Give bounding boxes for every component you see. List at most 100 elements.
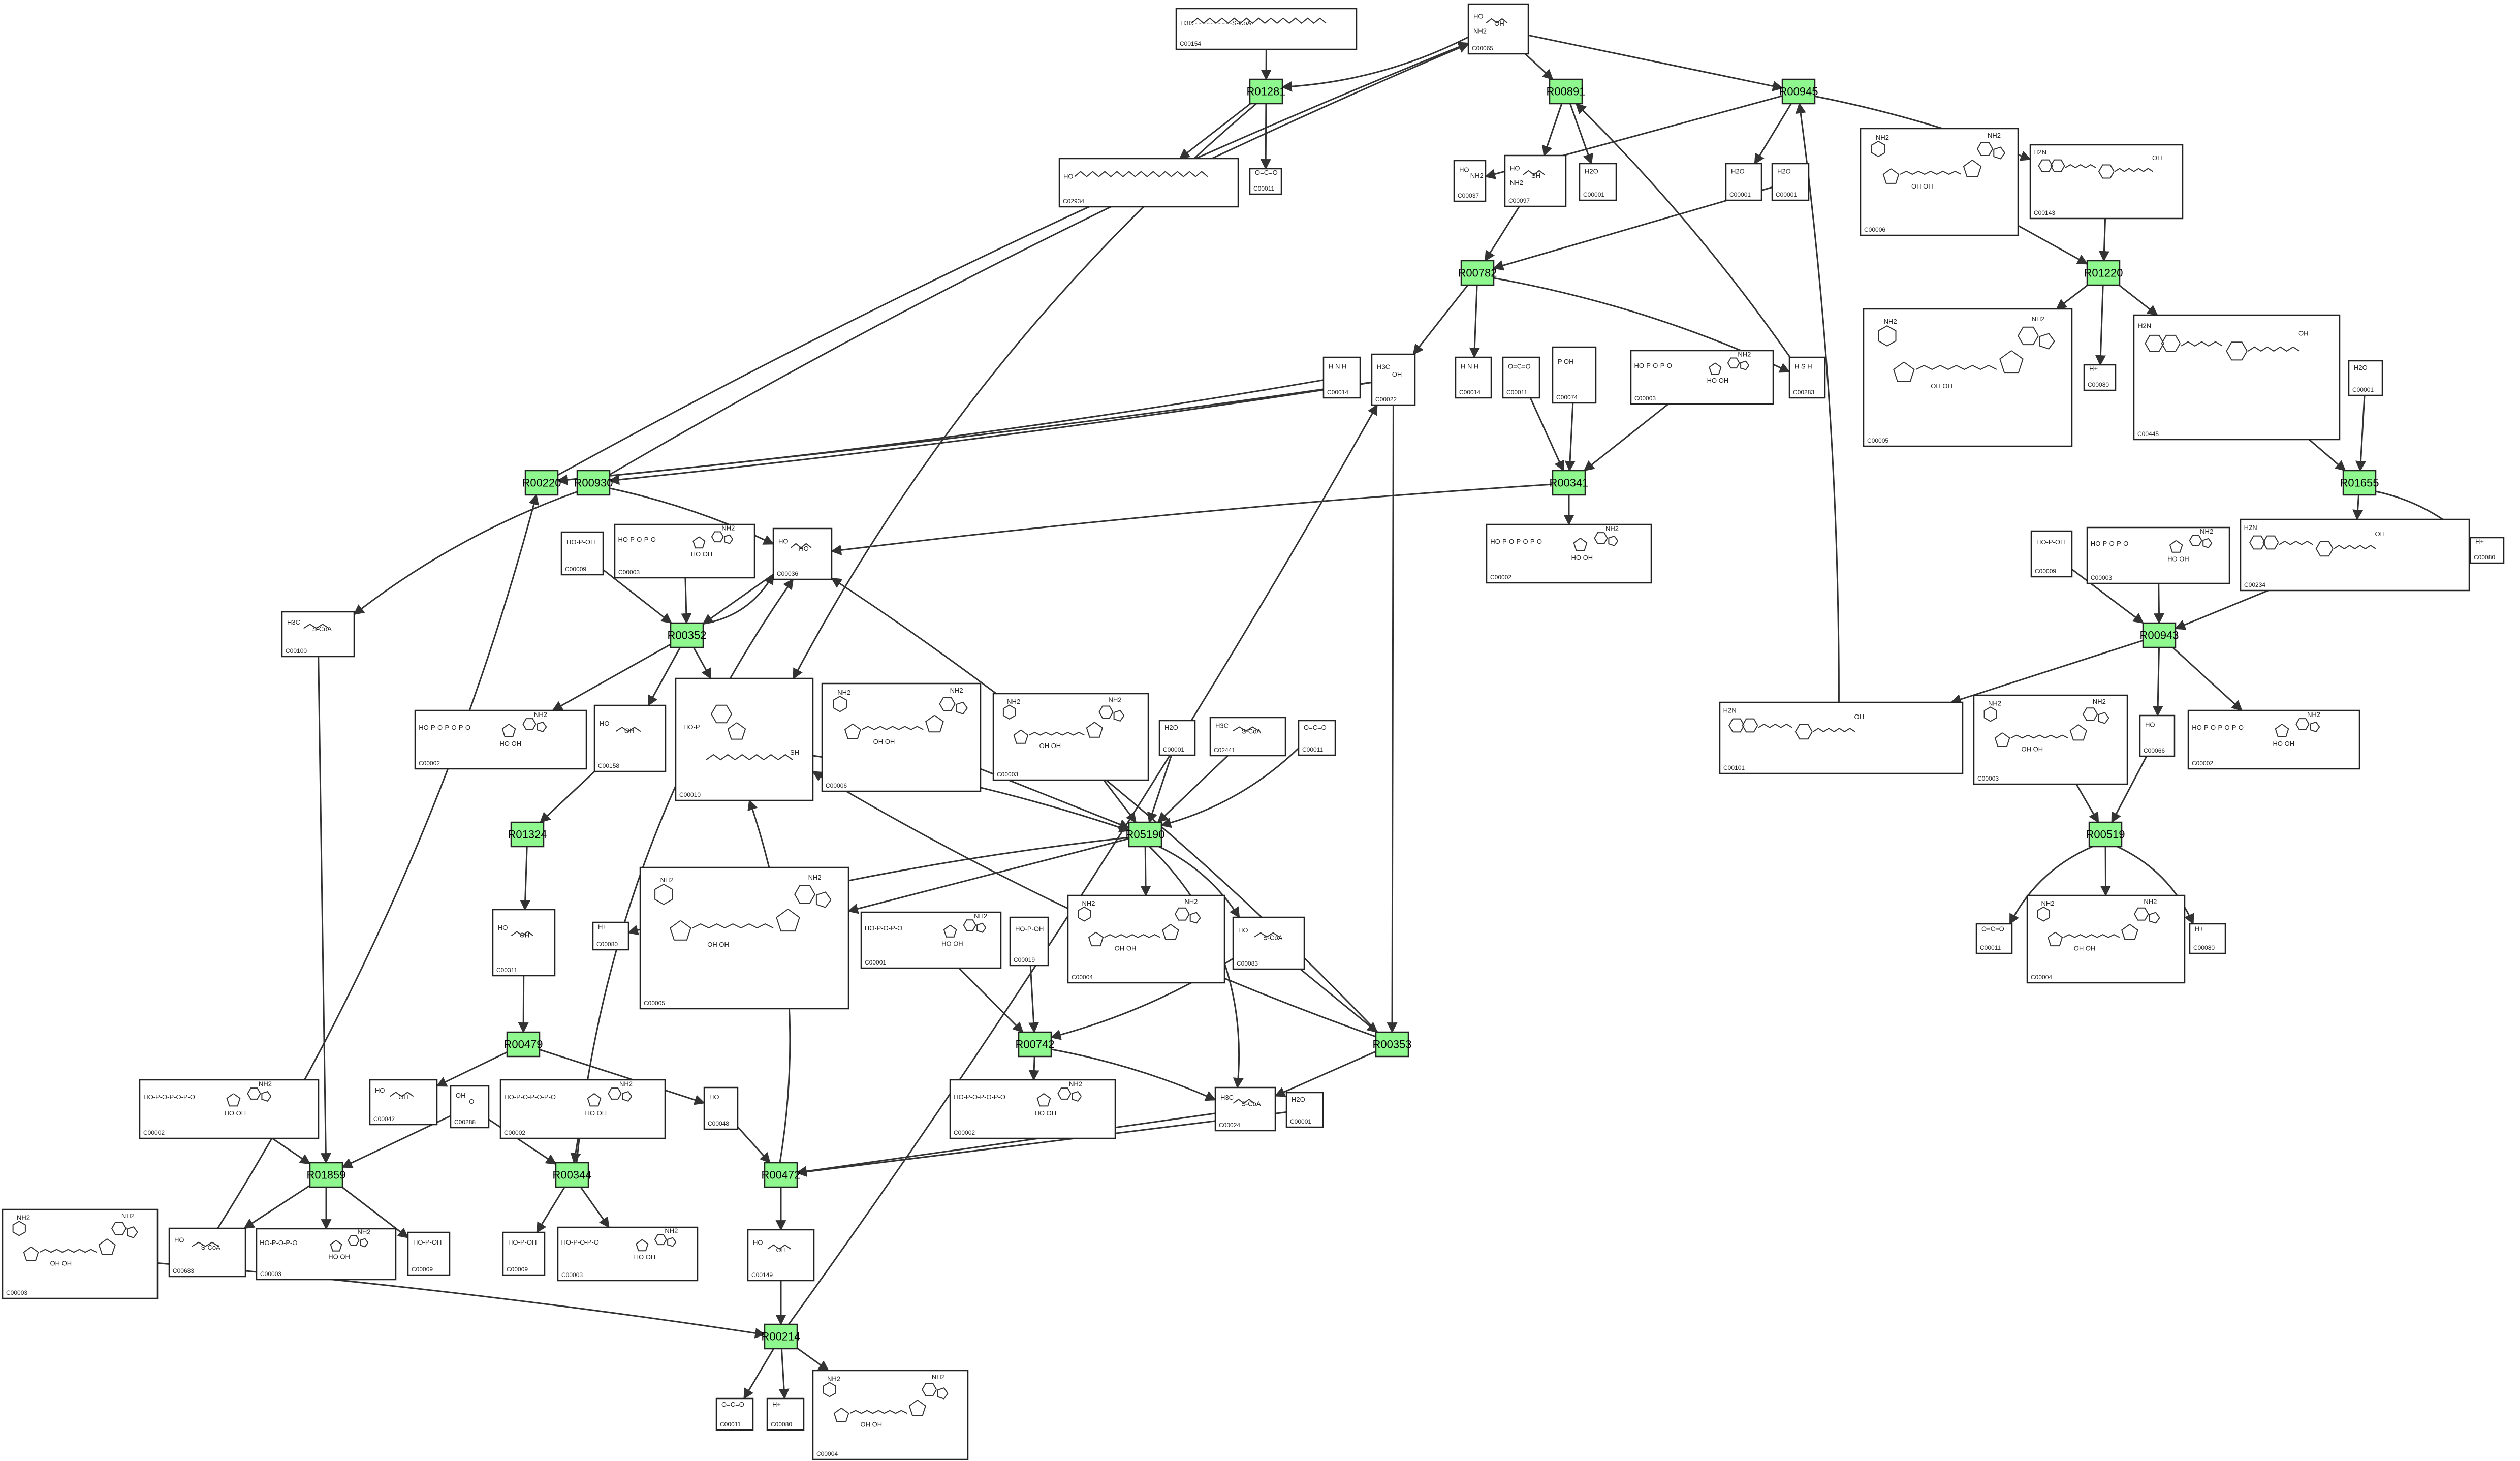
edge-c00001_d-R01655 <box>2355 395 2366 472</box>
edge-R00479-c00048 <box>539 1048 705 1105</box>
compound-id-label: C00001 <box>1729 191 1751 198</box>
svg-text:H+: H+ <box>772 1401 781 1408</box>
svg-text:NH2: NH2 <box>1510 179 1523 186</box>
compound-id-label: C00001 <box>1290 1118 1311 1125</box>
svg-text:OH: OH <box>1494 20 1504 27</box>
compound-id-label: C00010 <box>679 791 701 798</box>
svg-text:HO: HO <box>1510 164 1520 172</box>
edge-c00009_b-R00943 <box>2071 569 2144 624</box>
edge-c00003_e-R00519 <box>2075 784 2099 823</box>
svg-text:OH: OH <box>2298 330 2309 337</box>
compound-id-label: C00080 <box>2193 944 2215 951</box>
edge-R00344-c00003_h <box>580 1187 610 1228</box>
edge-c00022-R00930 <box>608 382 1372 485</box>
reaction-node-R00945[interactable]: R00945 <box>1779 78 1818 105</box>
compound-id-label: C00001 <box>1776 191 1797 198</box>
compound-id-label: C00083 <box>1237 960 1258 967</box>
reaction-id-label: R00353 <box>1372 1038 1411 1051</box>
svg-text:NH2: NH2 <box>2041 899 2055 907</box>
svg-text:NH2: NH2 <box>619 1080 633 1088</box>
edge-c00002_d-R00344 <box>570 1138 581 1164</box>
reaction-id-label: R00943 <box>2139 629 2179 642</box>
compound-id-label: C00004 <box>816 1450 838 1457</box>
svg-text:OH: OH <box>1854 713 1865 721</box>
reaction-node-R01220[interactable]: R01220 <box>2084 260 2123 286</box>
reaction-node-R00782[interactable]: R00782 <box>1458 260 1497 286</box>
edge-R00352-c00158 <box>647 647 681 706</box>
reaction-node-R00352[interactable]: R00352 <box>667 622 707 648</box>
svg-text:NH2: NH2 <box>2144 898 2157 906</box>
reaction-node-R00519[interactable]: R00519 <box>2086 821 2125 848</box>
svg-text:H N H: H N H <box>1461 362 1478 370</box>
reaction-node-R01324[interactable]: R01324 <box>508 821 547 848</box>
edge-c00014_a-R00220 <box>556 379 1324 485</box>
svg-text:HO: HO <box>1063 173 1074 180</box>
svg-text:SH: SH <box>1531 172 1540 179</box>
edge-c00011_c-R05190 <box>1160 748 1300 828</box>
edge-R00214-c00080_e <box>778 1348 790 1400</box>
compound-id-label: C00006 <box>1864 226 1885 233</box>
svg-text:H2N: H2N <box>2138 322 2151 329</box>
edge-R00344-c00009_d <box>536 1187 565 1233</box>
reaction-node-R00344[interactable]: R00344 <box>552 1162 592 1188</box>
svg-text:OH OH: OH OH <box>873 738 895 745</box>
reaction-node-R00742[interactable]: R00742 <box>1015 1031 1055 1058</box>
svg-text:NH2: NH2 <box>358 1228 371 1236</box>
edge-c00048-R00472 <box>737 1126 771 1164</box>
edge-c00074-R00341 <box>1564 402 1576 472</box>
edge-c00001_f-R00742 <box>958 967 1024 1033</box>
svg-text:OH OH: OH OH <box>2022 745 2043 753</box>
compound-id-label: C00003 <box>2091 574 2112 581</box>
edge-c00019-R00742 <box>1028 965 1040 1034</box>
compound-id-label: C00005 <box>644 1000 665 1007</box>
reaction-node-R00943[interactable]: R00943 <box>2139 622 2179 648</box>
reaction-node-R00220[interactable]: R00220 <box>522 470 561 496</box>
svg-text:HO-P-O-P-O: HO-P-O-P-O <box>1634 362 1672 369</box>
reaction-node-R00891[interactable]: R00891 <box>1546 78 1586 105</box>
compound-id-label: C00011 <box>1506 389 1527 396</box>
reaction-node-R01281[interactable]: R01281 <box>1246 78 1286 105</box>
svg-text:H+: H+ <box>2089 365 2098 372</box>
compounds-layer: H3C~~~~~~~~~~S-CoAC00154HOOHNH2C00065HOC… <box>2 3 2505 1460</box>
edge-c00003_f-R00214 <box>157 1262 766 1339</box>
compound-id-label: C00445 <box>2137 430 2159 438</box>
compound-id-label: C00234 <box>2244 581 2265 588</box>
svg-text:H2N: H2N <box>2033 148 2046 156</box>
reaction-node-R01655[interactable]: R01655 <box>2340 470 2379 496</box>
reaction-id-label: R00782 <box>1458 267 1497 279</box>
compound-id-label: C00002 <box>954 1129 975 1136</box>
reaction-node-R00214[interactable]: R00214 <box>761 1323 801 1350</box>
reaction-node-R00479[interactable]: R00479 <box>503 1031 543 1058</box>
svg-text:HO: HO <box>709 1093 719 1101</box>
reaction-node-R00472[interactable]: R00472 <box>761 1162 801 1188</box>
reaction-node-R05190[interactable]: R05190 <box>1125 821 1165 848</box>
reaction-node-R00930[interactable]: R00930 <box>574 470 613 496</box>
edge-c00283-R00891 <box>1575 103 1791 358</box>
compound-node-c00080_e: H+C00080 <box>766 1397 805 1431</box>
edge-R01859-c00683 <box>243 1185 310 1229</box>
svg-text:HO-P-O-P-O-P-O: HO-P-O-P-O-P-O <box>2192 724 2244 731</box>
reaction-id-label: R00945 <box>1779 85 1818 98</box>
reaction-id-label: R00742 <box>1015 1038 1054 1051</box>
svg-text:HO OH: HO OH <box>585 1109 607 1117</box>
reaction-node-R01859[interactable]: R01859 <box>306 1162 346 1188</box>
reaction-node-R00353[interactable]: R00353 <box>1372 1031 1412 1058</box>
reaction-id-label: R00220 <box>522 477 561 489</box>
reaction-id-label: R00344 <box>552 1169 591 1182</box>
svg-text:NH2: NH2 <box>932 1373 945 1381</box>
compound-id-label: C00003 <box>260 1270 281 1278</box>
reaction-node-R00341[interactable]: R00341 <box>1549 470 1589 496</box>
